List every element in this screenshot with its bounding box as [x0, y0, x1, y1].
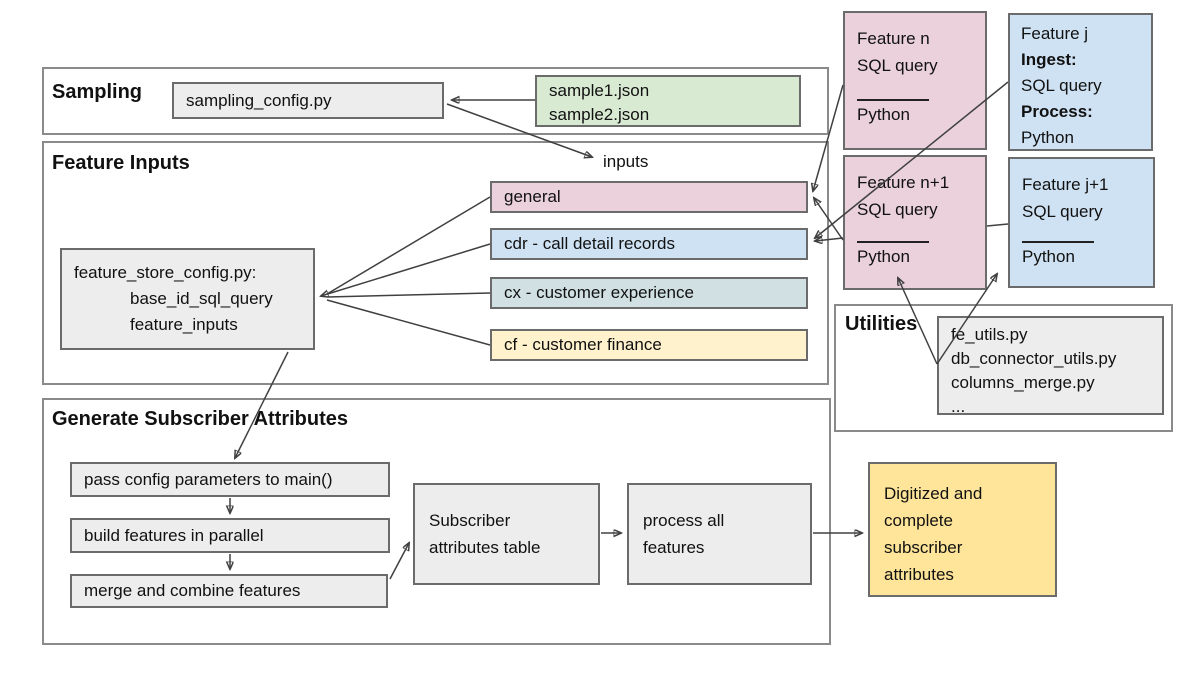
feature-n-runtime: Python	[857, 105, 910, 124]
output-line-3: subscriber	[884, 538, 963, 557]
feature-j-ingest-value: SQL query	[1021, 76, 1102, 95]
step-merge-features-label: merge and combine features	[84, 581, 301, 600]
sampling-config-box: sampling_config.py	[172, 82, 444, 119]
feature-n-plus-1-box: Feature n+1 SQL query Python	[843, 155, 987, 290]
feature-store-config-entry-2: feature_inputs	[130, 315, 238, 334]
process-features-line-1: process all	[643, 511, 725, 530]
feature-j-box: Feature j Ingest: SQL query Process: Pyt…	[1008, 13, 1153, 151]
subscriber-table-line-2: attributes table	[429, 538, 541, 557]
feature-j-title: Feature j	[1021, 24, 1089, 43]
step-merge-features-box: merge and combine features	[70, 574, 388, 608]
category-cx-box: cx - customer experience	[490, 277, 808, 309]
feature-n-plus-1-query: SQL query	[857, 200, 938, 219]
category-cdr-box: cdr - call detail records	[490, 228, 808, 260]
feature-j-plus-1-title: Feature j+1	[1022, 175, 1109, 194]
feature-n-box: Feature n SQL query Python	[843, 11, 987, 150]
step-pass-config-label: pass config parameters to main()	[84, 469, 333, 489]
feature-inputs-title: Feature Inputs	[52, 152, 190, 174]
feature-j-plus-1-separator	[1022, 241, 1094, 243]
sample-file-1: sample1.json	[549, 81, 650, 100]
line-feature-j-plus-1-to-cdr-gap	[986, 223, 1009, 227]
category-general-label: general	[504, 187, 561, 206]
sample-file-2: sample2.json	[549, 105, 650, 124]
output-line-2: complete	[884, 511, 953, 530]
feature-store-config-entry-1: base_id_sql_query	[130, 289, 273, 308]
feature-n-plus-1-title: Feature n+1	[857, 173, 950, 192]
utility-files-box: fe_utils.py db_connector_utils.py column…	[937, 316, 1164, 416]
utility-file-4: ...	[951, 397, 966, 416]
output-line-1: Digitized and	[884, 484, 983, 503]
feature-j-plus-1-runtime: Python	[1022, 247, 1075, 266]
utility-file-2: db_connector_utils.py	[951, 349, 1117, 368]
feature-n-plus-1-runtime: Python	[857, 247, 910, 266]
utility-file-3: columns_merge.py	[951, 373, 1095, 392]
utility-file-1: fe_utils.py	[951, 325, 1028, 344]
feature-n-query: SQL query	[857, 56, 938, 75]
step-build-features-label: build features in parallel	[84, 525, 264, 545]
sample-files-box: sample1.json sample2.json	[535, 75, 801, 127]
section-feature-inputs	[42, 141, 829, 385]
feature-j-plus-1-box: Feature j+1 SQL query Python	[1008, 157, 1155, 288]
feature-j-process-label: Process:	[1021, 102, 1093, 121]
process-features-box: process all features	[627, 483, 812, 585]
output-attributes-box: Digitized and complete subscriber attrib…	[868, 462, 1057, 597]
sampling-title: Sampling	[52, 81, 143, 103]
inputs-label: inputs	[603, 152, 649, 171]
generate-title: Generate Subscriber Attributes	[52, 408, 349, 430]
subscriber-table-box: Subscriber attributes table	[413, 483, 600, 585]
feature-store-config-box: feature_store_config.py: base_id_sql_que…	[60, 248, 315, 350]
category-cf-label: cf - customer finance	[504, 335, 662, 354]
category-general-box: general	[490, 181, 808, 213]
feature-n-plus-1-separator	[857, 241, 929, 243]
feature-j-plus-1-query: SQL query	[1022, 202, 1103, 221]
subscriber-table-line-1: Subscriber	[429, 511, 511, 530]
feature-n-title: Feature n	[857, 29, 930, 48]
step-pass-config-box: pass config parameters to main()	[70, 462, 390, 497]
process-features-line-2: features	[643, 538, 705, 557]
step-build-features-box: build features in parallel	[70, 518, 390, 553]
category-cf-box: cf - customer finance	[490, 329, 808, 361]
feature-store-config-heading: feature_store_config.py:	[74, 263, 257, 282]
output-line-4: attributes	[884, 565, 954, 584]
section-generate-subscriber-attributes	[42, 398, 831, 645]
section-utilities	[834, 304, 1173, 432]
sampling-config-label: sampling_config.py	[186, 90, 332, 110]
feature-j-process-value: Python	[1021, 128, 1074, 147]
feature-j-ingest-label: Ingest:	[1021, 50, 1077, 69]
utilities-title: Utilities	[845, 313, 918, 335]
category-cdr-label: cdr - call detail records	[504, 234, 676, 253]
category-cx-label: cx - customer experience	[504, 283, 694, 302]
